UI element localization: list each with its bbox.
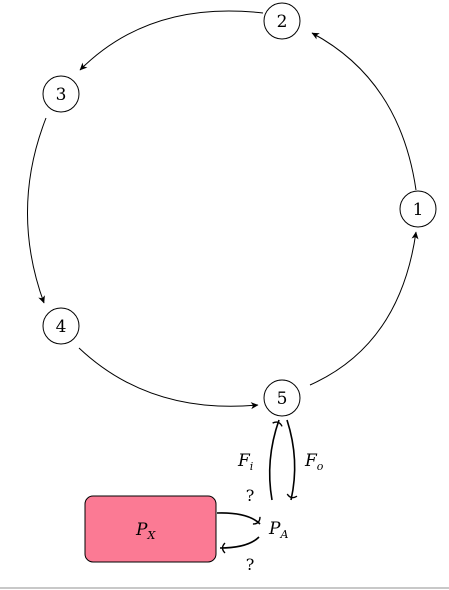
px-box xyxy=(84,495,217,563)
edge-2-to-3 xyxy=(79,10,264,71)
node-5: 5 xyxy=(263,379,301,417)
node-3: 3 xyxy=(42,75,80,113)
px-label: PX xyxy=(135,520,156,542)
node-1-label: 1 xyxy=(413,200,424,220)
node-3-label: 3 xyxy=(56,85,67,105)
bottom-divider xyxy=(0,587,449,589)
pa-to-px-arrow xyxy=(219,536,260,554)
edge-5-to-1 xyxy=(309,231,419,386)
fi-label: Fi xyxy=(237,451,253,473)
node-1: 1 xyxy=(399,190,437,228)
fo-arrow xyxy=(286,419,298,501)
node-4-label: 4 xyxy=(56,317,67,337)
question-top: ? xyxy=(246,486,255,505)
edge-3-to-4 xyxy=(27,117,47,304)
node-2: 2 xyxy=(263,2,301,40)
node-4: 4 xyxy=(42,307,80,345)
edge-4-to-5 xyxy=(78,347,259,410)
edge-1-to-2 xyxy=(311,32,417,191)
question-bottom: ? xyxy=(246,555,255,574)
px-to-pa-arrow xyxy=(216,512,261,525)
fi-arrow xyxy=(268,419,283,501)
fo-label: Fo xyxy=(304,451,324,473)
pa-label: PA xyxy=(268,519,288,541)
node-5-label: 5 xyxy=(277,389,288,409)
node-2-label: 2 xyxy=(277,12,288,32)
